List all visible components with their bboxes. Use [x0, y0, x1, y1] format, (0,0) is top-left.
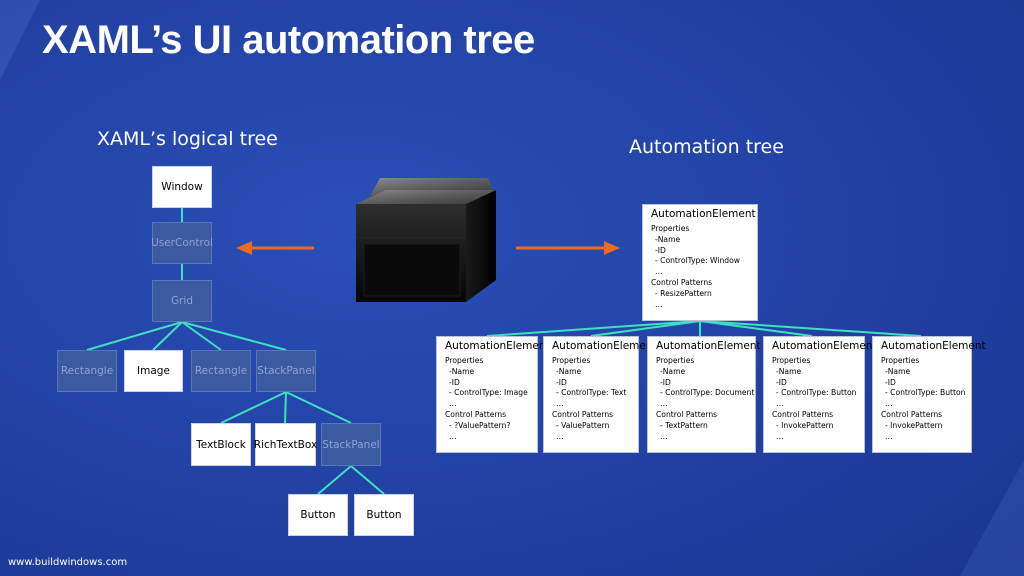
ae-line: - ControlType: Button	[885, 388, 966, 398]
ae-line: Properties	[651, 224, 690, 233]
node-text-block: TextBlock	[191, 423, 251, 466]
ae-line: Properties	[772, 356, 811, 365]
ae-line: -ID	[660, 377, 671, 387]
automation-tree-heading: Automation tree	[629, 136, 784, 158]
node-user-control: UserControl	[151, 222, 213, 264]
node-rich-text-box: RichTextBox	[254, 423, 317, 466]
ae-line: - InvokePattern	[885, 420, 943, 430]
ae-line: - ControlType: Document	[660, 388, 755, 398]
ae-line: - InvokePattern	[776, 420, 834, 430]
ae-line: …	[449, 399, 457, 409]
automation-element-header: AutomationElement	[772, 340, 877, 352]
ae-line: -ID	[655, 245, 666, 255]
ae-line: …	[655, 267, 663, 277]
ae-line: …	[556, 431, 564, 441]
node-button-left: Button	[288, 494, 348, 536]
automation-element-button-2: AutomationElement Properties -Name -ID -…	[872, 336, 986, 453]
ae-line: Properties	[881, 356, 920, 365]
ae-line: …	[660, 431, 668, 441]
ae-line: - ControlType: Text	[556, 388, 627, 398]
ae-line: -ID	[556, 377, 567, 387]
ae-line: -Name	[655, 234, 681, 244]
ae-line: …	[556, 399, 564, 409]
ae-line: -ID	[885, 377, 896, 387]
ae-line: -Name	[449, 366, 475, 376]
ae-line: - ControlType: Window	[655, 256, 740, 266]
ae-line: Control Patterns	[772, 409, 834, 419]
node-grid: Grid	[152, 280, 212, 322]
ae-line: -Name	[660, 366, 686, 376]
ae-line: Properties	[445, 356, 484, 365]
ae-line: -ID	[449, 377, 460, 387]
node-window: Window	[152, 166, 212, 208]
ae-line: Control Patterns	[881, 409, 943, 419]
node-rectangle-left: Rectangle	[57, 350, 117, 392]
ae-line: …	[776, 431, 784, 441]
automation-element-root: AutomationElement Properties -Name -ID -…	[642, 204, 758, 321]
right-arrow-icon	[516, 241, 620, 255]
logical-tree-heading: XAML’s logical tree	[97, 128, 278, 150]
ae-line: Control Patterns	[656, 409, 718, 419]
ae-line: -ID	[776, 377, 787, 387]
automation-element-text: AutomationElement Properties -Name -ID -…	[543, 336, 657, 453]
ae-line: -Name	[556, 366, 582, 376]
automation-element-header: AutomationElement	[881, 340, 986, 352]
logical-tree-connectors	[86, 208, 385, 495]
node-button-right: Button	[354, 494, 414, 536]
ae-line: Control Patterns	[651, 277, 713, 287]
automation-tree-connectors	[486, 320, 922, 337]
ae-line: - ResizePattern	[655, 288, 712, 298]
automation-element-button-1: AutomationElement Properties -Name -ID -…	[763, 336, 877, 453]
black-cube-icon	[356, 178, 496, 302]
ae-line: - TextPattern	[660, 420, 708, 430]
footer-url: www.buildwindows.com	[8, 557, 128, 568]
ae-line: -Name	[776, 366, 802, 376]
ae-line: - ControlType: Button	[776, 388, 857, 398]
ae-line: Control Patterns	[445, 409, 507, 419]
ae-line: Properties	[656, 356, 695, 365]
ae-line: Control Patterns	[552, 409, 614, 419]
node-stack-panel-inner: StackPanel	[321, 423, 381, 466]
automation-element-document: AutomationElement Properties -Name -ID -…	[647, 336, 761, 453]
ae-line: - ?ValuePattern?	[449, 420, 511, 430]
node-stack-panel: StackPanel	[256, 350, 316, 392]
automation-element-header: AutomationElement	[552, 340, 657, 352]
node-rectangle-right: Rectangle	[191, 350, 251, 392]
ae-line: …	[655, 299, 663, 309]
automation-element-header: AutomationElement	[445, 340, 550, 352]
ae-line: …	[449, 431, 457, 441]
ae-line: …	[885, 399, 893, 409]
ae-line: …	[885, 431, 893, 441]
automation-element-image: AutomationElement Properties -Name -ID -…	[436, 336, 550, 453]
left-arrow-icon	[236, 241, 314, 255]
ae-line: …	[776, 399, 784, 409]
node-image: Image	[124, 350, 183, 392]
ae-line: Properties	[552, 356, 591, 365]
page-title: XAML’s UI automation tree	[42, 18, 535, 62]
ae-line: - ValuePattern	[556, 420, 610, 430]
ae-line: …	[660, 399, 668, 409]
ae-line: -Name	[885, 366, 911, 376]
automation-element-header: AutomationElement	[656, 340, 761, 352]
automation-element-header: AutomationElement	[651, 208, 756, 220]
ae-line: - ControlType: Image	[449, 388, 528, 398]
